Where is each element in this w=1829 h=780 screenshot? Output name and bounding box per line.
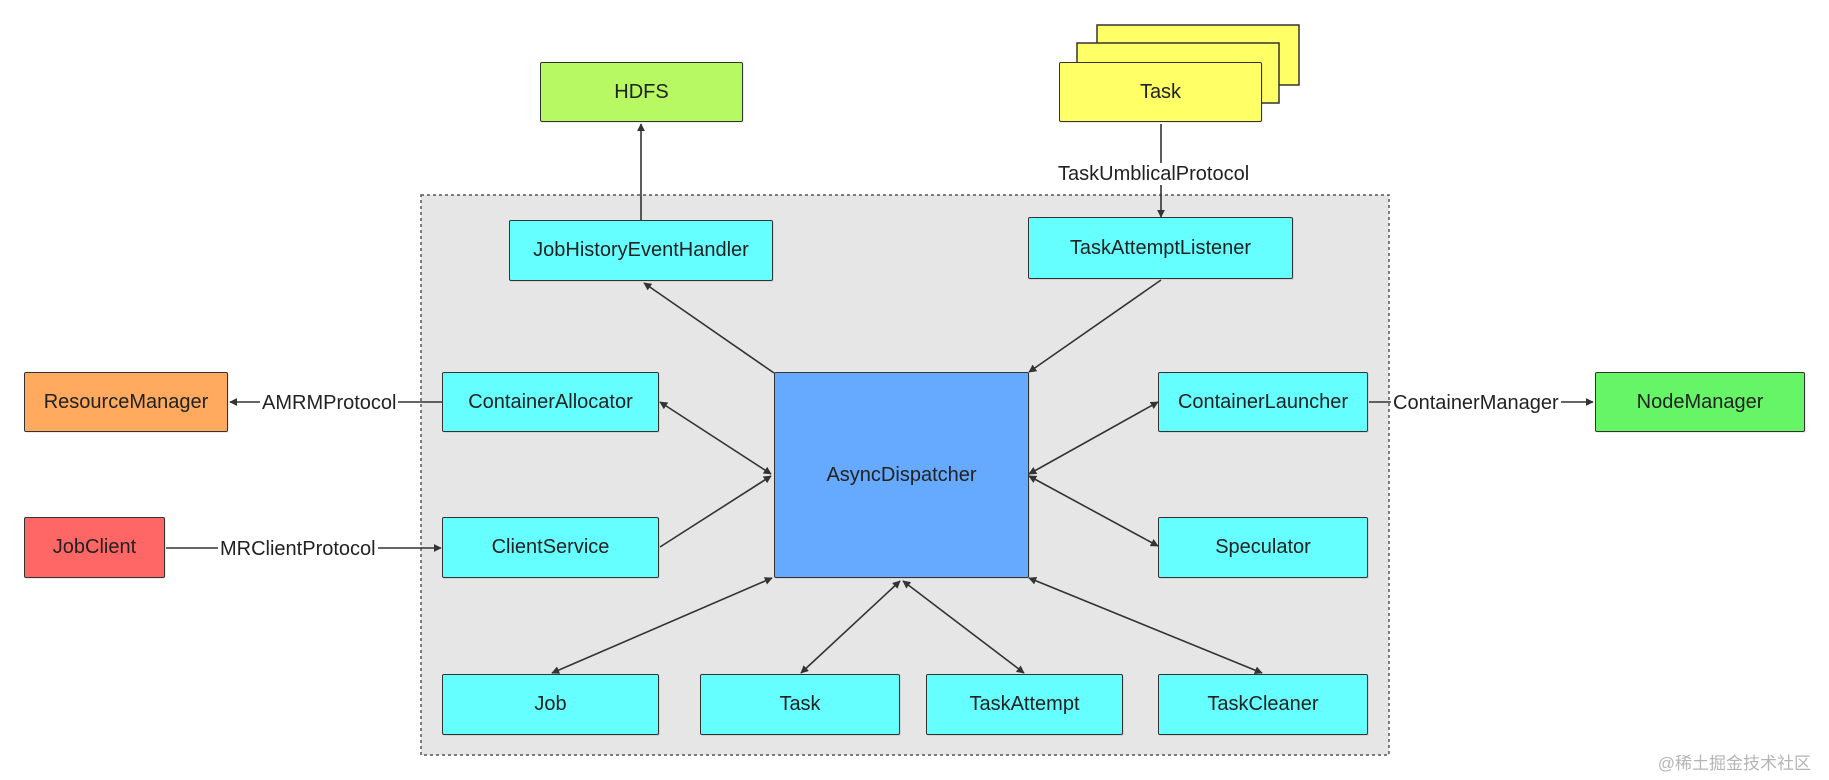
container-manager-label: ContainerManager [1391, 392, 1561, 414]
job-node: Job [442, 674, 659, 735]
task-cleaner-label: TaskCleaner [1207, 693, 1319, 715]
client-service: ClientService [442, 517, 659, 578]
hdfs-node: HDFS [540, 62, 743, 122]
resource-manager: ResourceManager [24, 372, 228, 432]
amrm-protocol-label: AMRMProtocol [260, 392, 399, 414]
edge-taskattempt-dispatcher [902, 580, 1025, 674]
edge-speculator-dispatcher [1028, 475, 1159, 547]
edge-taskcleaner-dispatcher [1028, 577, 1263, 674]
container-launcher-label: ContainerLauncher [1177, 390, 1349, 413]
edge-job-dispatcher [551, 577, 773, 674]
node-manager: NodeManager [1595, 372, 1805, 432]
task-attempt-listener-label: TaskAttemptListener [1069, 236, 1252, 259]
hdfs-label: HDFS [614, 80, 669, 103]
job-label: Job [534, 693, 567, 715]
container-allocator-label: ContainerAllocator [468, 390, 633, 413]
task-umbilical-protocol-label: TaskUmblicalProtocol [1056, 163, 1252, 185]
task-label: Task [779, 693, 821, 715]
job-client: JobClient [24, 517, 165, 578]
edge-launcher-dispatcher [1028, 401, 1159, 475]
edge-listener-to-dispatcher [1028, 279, 1162, 373]
container-allocator: ContainerAllocator [442, 372, 659, 432]
watermark: @稀土掘金技术社区 [1657, 754, 1811, 773]
node-manager-label: NodeManager [1636, 390, 1764, 413]
edge-task-dispatcher [800, 580, 901, 674]
task-stack-label: Task [1139, 80, 1182, 103]
container-launcher: ContainerLauncher [1158, 372, 1368, 432]
task-node: Task [700, 674, 900, 735]
client-service-label: ClientService [491, 536, 610, 558]
task-cleaner-node: TaskCleaner [1158, 674, 1368, 735]
task-attempt-node: TaskAttempt [926, 674, 1123, 735]
job-client-label: JobClient [52, 536, 137, 558]
async-dispatcher: AsyncDispatcher [774, 372, 1029, 578]
mr-client-protocol-label: MRClientProtocol [218, 538, 378, 560]
edge-dispatcher-to-jobhistory [643, 282, 775, 374]
speculator-label: Speculator [1215, 536, 1311, 558]
async-dispatcher-label: AsyncDispatcher [826, 463, 977, 486]
speculator: Speculator [1158, 517, 1368, 578]
task-attempt-label: TaskAttempt [969, 693, 1080, 715]
edge-allocator-dispatcher [659, 401, 772, 475]
edge-clientservice-to-dispatcher [659, 475, 772, 548]
task-stack-front: Task [1059, 62, 1262, 122]
job-history-event-handler-label: JobHistoryEventHandler [533, 239, 749, 261]
job-history-event-handler: JobHistoryEventHandler [509, 220, 773, 281]
task-attempt-listener: TaskAttemptListener [1028, 217, 1293, 279]
resource-manager-label: ResourceManager [43, 390, 209, 413]
